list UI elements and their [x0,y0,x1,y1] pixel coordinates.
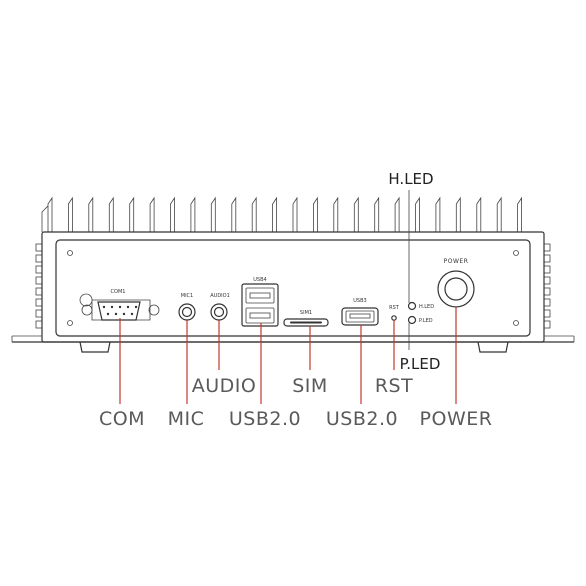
mic-jack: MIC1 [178,293,196,321]
com-pin [102,305,106,309]
label-com: COM [99,408,145,430]
foot-right [477,341,509,353]
label-usb-left: USB2.0 [229,408,301,430]
side-fin [35,276,43,285]
sim-slot-opening [290,321,322,324]
com-pin [118,305,122,309]
com-panel-mark: COM1 [111,289,126,295]
side-fin [35,254,43,263]
sim-slot-outline [283,318,329,327]
usb-right-housing [341,307,379,326]
usb-right-panel-mark: USB3 [353,298,366,304]
usb-right-tongue [349,313,371,319]
label-power: POWER [420,408,493,430]
com-pin [110,305,114,309]
reset-button[interactable] [391,315,397,321]
power-button-cap [444,277,468,301]
usb-left-port-top [245,287,275,304]
label-audio: AUDIO [192,375,257,397]
power-button-ring [437,270,475,308]
screw-bottom-right [513,320,519,326]
screw-top-right [513,250,519,256]
side-fin [543,254,551,263]
h-led-indicator [407,301,417,311]
com-pin [114,312,118,316]
mic-jack-inner [181,306,193,318]
side-fin [35,265,43,274]
audio-jack-outer [210,303,228,321]
com-pin [130,312,134,316]
usb-left-panel-mark: USB4 [253,277,266,283]
side-fin [35,320,43,329]
side-fin [543,320,551,329]
usb-left-housing [241,283,279,327]
usb-right-port-inner [345,310,375,323]
audio-jack-inner [213,306,225,318]
p-led-panel-mark: P.LED [419,318,433,324]
p-led-indicator [407,315,417,325]
side-fin [543,265,551,274]
sim-panel-mark: SIM1 [300,310,312,316]
label-mic: MIC [168,408,205,430]
usb-left-port: USB4 [241,277,279,327]
side-fin [35,309,43,318]
com-pin [134,305,138,309]
com-port-shell [79,293,151,321]
audio-jack: AUDIO1 [210,293,230,321]
label-sim: SIM [292,375,328,397]
power-panel-mark: POWER [444,258,469,265]
chassis [11,231,575,353]
com-port: COM1 [79,289,160,321]
side-fin [543,309,551,318]
usb-left-port-top-tongue [249,292,271,299]
usb-left-port-bottom-tongue [249,312,271,319]
reset-and-leds: RST H.LED P.LED [389,301,434,325]
side-fin [543,276,551,285]
mic-jack-outer [178,303,196,321]
side-fin [543,243,551,252]
label-h-led: H.LED [388,170,433,188]
label-usb-right: USB2.0 [326,408,398,430]
label-p-led: P.LED [400,355,441,373]
chassis-front-panel [55,239,531,337]
audio-panel-mark: AUDIO1 [210,293,230,299]
com-screw-left [81,304,93,316]
heatsink-fins [41,196,522,232]
com-pin [126,305,130,309]
com-screw-right [148,304,160,316]
sim-slot: SIM1 [283,310,329,327]
fin-set [41,196,522,232]
mic-panel-mark: MIC1 [181,293,193,299]
com-pins [102,305,138,316]
side-fins [35,243,551,329]
screw-top-left [67,250,73,256]
power-button[interactable]: POWER [437,258,475,308]
leader-lines [119,190,457,404]
screw-bottom-left [67,320,73,326]
label-rst: RST [375,375,413,397]
side-fin [35,287,43,296]
foot-left [79,341,111,353]
com-d-sub [97,301,141,321]
rst-panel-mark: RST [389,305,400,311]
h-led-panel-mark: H.LED [419,304,434,310]
side-fin [543,287,551,296]
side-fin [35,243,43,252]
com-pin [106,312,110,316]
side-fin [543,298,551,307]
com-pin [122,312,126,316]
side-fin [35,298,43,307]
usb-right-port: USB3 [341,298,379,326]
usb-left-port-bottom [245,307,275,324]
